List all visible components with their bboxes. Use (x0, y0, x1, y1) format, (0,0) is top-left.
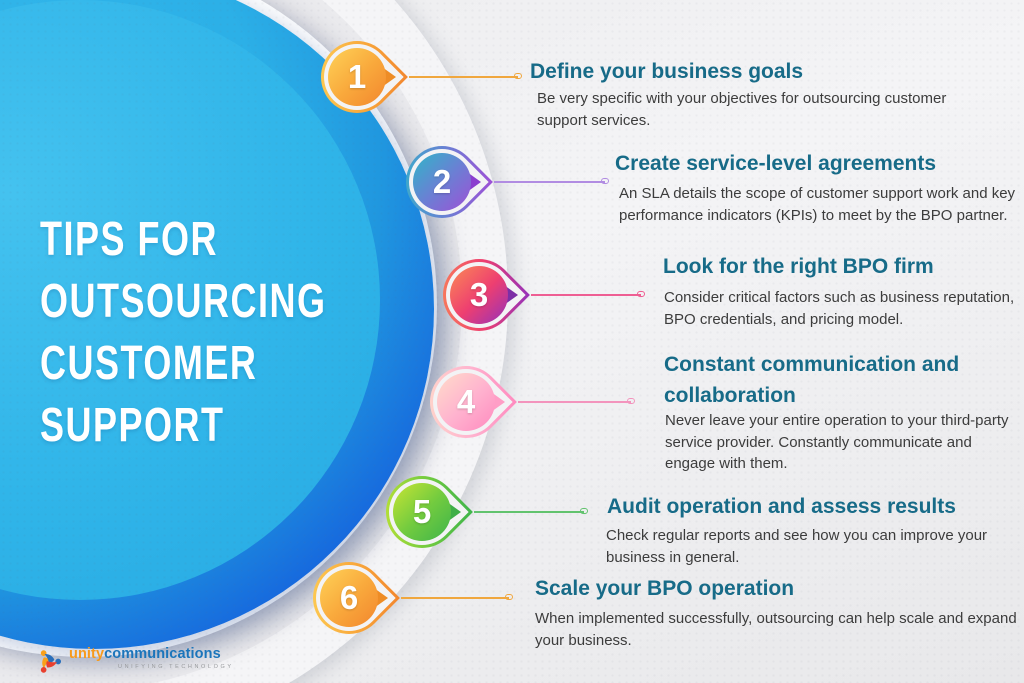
tip-description: An SLA details the scope of customer sup… (619, 185, 1016, 224)
tip-title: Scale your BPO operation (535, 577, 795, 600)
connector-line (401, 594, 513, 600)
connector-end-dot (627, 398, 635, 404)
connector-line (474, 508, 588, 514)
tip-description: When implemented successfully, outsourci… (535, 610, 1017, 649)
tip-title: Create service-level agreements (615, 152, 937, 175)
brand-name-part2: communications (104, 646, 221, 662)
connector-end-dot (505, 594, 513, 600)
connector-line (494, 178, 609, 184)
connector-end-dot (601, 178, 609, 184)
connector-end-dot (514, 73, 522, 79)
connector-line (518, 398, 635, 404)
main-title-line: OUTSOURCING (40, 275, 327, 328)
brand-pinwheel-icon (40, 650, 62, 673)
brand-tagline: UNIFYING TECHNOLOGY (118, 664, 234, 670)
tip-description: Consider critical factors such as busine… (664, 289, 1015, 328)
main-title-line: TIPS FOR (40, 213, 219, 266)
tip-description: Never leave your entire operation to you… (665, 412, 1009, 472)
tip-description: Check regular reports and see how you ca… (606, 527, 988, 566)
tip-description: Be very specific with your objectives fo… (537, 90, 947, 129)
brand-name-part1: unity (69, 646, 105, 662)
brand-logo: unitycommunications UNIFYING TECHNOLOGY (33, 646, 234, 677)
tip-title: Constant communication and collaboration (664, 353, 960, 407)
connector-end-dot (637, 291, 645, 297)
main-title: TIPS FOR OUTSOURCING CUSTOMER SUPPORT (40, 209, 422, 457)
tip-title: Define your business goals (530, 60, 804, 83)
connector-end-dot (580, 508, 588, 514)
tip-title: Look for the right BPO firm (663, 255, 934, 278)
brand-name: unitycommunications (69, 646, 234, 662)
main-title-line: SUPPORT (40, 399, 225, 452)
main-title-line: CUSTOMER (40, 337, 258, 390)
connector-line (531, 291, 645, 297)
tip-title: Audit operation and assess results (607, 495, 956, 518)
